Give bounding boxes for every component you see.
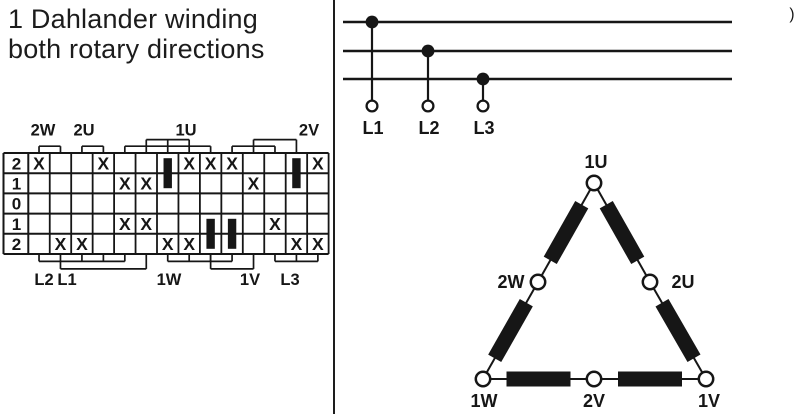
page-title: 1 Dahlander winding both rotary directio…: [8, 4, 265, 64]
delta-node-label-2U: 2U: [671, 272, 694, 292]
contact-x-mark: X: [205, 153, 217, 173]
contact-link-bar: [206, 218, 215, 249]
top-terminal-label-2W: 2W: [31, 122, 56, 140]
supply-line-L3: L3: [343, 72, 732, 138]
delta-node-1U: [585, 174, 603, 192]
contact-x-mark: X: [119, 214, 131, 234]
contact-x-mark: X: [55, 234, 67, 254]
top-terminal-label-1U: 1U: [175, 122, 196, 140]
winding-bar-1W-2V: [506, 371, 571, 387]
top-terminal-bracket: [38, 145, 62, 154]
switch-position-label: 0: [12, 195, 21, 214]
contact-x-mark: X: [312, 234, 324, 254]
bottom-terminal-bracket: [166, 253, 233, 263]
switch-position-label: 1: [12, 215, 21, 234]
supply-terminal-circle: [476, 99, 490, 113]
bottom-terminal-label-L1: L1: [57, 271, 76, 289]
junction-dot: [476, 72, 490, 86]
supply-line-L2: L2: [343, 44, 732, 138]
switch-position-label: 1: [12, 175, 21, 194]
contact-x-mark: X: [269, 214, 281, 234]
contact-x-mark: X: [140, 214, 152, 234]
supply-label-L2: L2: [418, 118, 439, 138]
switch-table-grid: [2, 152, 330, 255]
delta-node-label-2W: 2W: [498, 272, 525, 292]
contact-x-mark: X: [312, 153, 324, 173]
winding-bar-1U-2U: [599, 200, 645, 265]
contact-x-mark: X: [76, 234, 88, 254]
contact-x-mark: X: [248, 174, 260, 194]
title-line-2: both rotary directions: [8, 34, 265, 64]
contact-x-mark: X: [33, 153, 45, 173]
switch-position-label: 2: [12, 235, 21, 254]
panel-divider: [332, 0, 336, 414]
contact-link-bar: [292, 158, 301, 189]
bottom-terminal-bracket: [38, 253, 126, 263]
contact-x-mark: X: [291, 234, 303, 254]
supply-terminal-circle: [421, 99, 435, 113]
delta-node-label-1U: 1U: [584, 152, 607, 172]
title-line-1: 1 Dahlander winding: [8, 4, 258, 34]
supply-lines: L1 L2 L3: [343, 15, 732, 138]
supply-label-L1: L1: [362, 118, 383, 138]
bottom-terminal-bracket: [274, 253, 319, 263]
delta-node-1W: [474, 370, 492, 388]
supply-terminal-circle: [365, 99, 379, 113]
delta-winding: 1U 2W 2U 1W 2V 1V: [471, 152, 721, 411]
contact-x-mark: X: [183, 234, 195, 254]
switch-position-label: 2: [12, 154, 21, 173]
contact-x-mark: X: [119, 174, 131, 194]
delta-node-1V: [697, 370, 715, 388]
top-terminal-bracket: [145, 138, 191, 154]
top-terminal-label-2U: 2U: [73, 122, 94, 140]
contact-x-mark: X: [183, 153, 195, 173]
delta-node-label-1V: 1V: [698, 391, 720, 411]
page-edge-marker: ): [789, 6, 794, 23]
contact-x-mark: X: [140, 174, 152, 194]
bottom-terminal-bracket: [209, 253, 255, 270]
contact-x-mark: X: [226, 153, 238, 173]
delta-node-2W: [529, 273, 547, 291]
top-terminal-label-2V: 2V: [299, 122, 319, 140]
contact-link-bar: [227, 218, 237, 249]
winding-bar-1U-2W: [543, 200, 589, 265]
bottom-terminal-label-L3: L3: [280, 271, 299, 289]
junction-dot: [365, 15, 379, 29]
supply-line-L1: L1: [343, 15, 732, 138]
contact-link-bar: [163, 158, 172, 189]
delta-node-label-2V: 2V: [583, 391, 605, 411]
bottom-terminal-label-1W: 1W: [157, 271, 182, 289]
top-terminal-bracket: [81, 145, 105, 154]
winding-bar-2V-1V: [618, 371, 682, 387]
supply-label-L3: L3: [473, 118, 494, 138]
bottom-terminal-bracket: [59, 253, 148, 270]
contact-x-mark: X: [162, 234, 174, 254]
delta-node-2U: [641, 273, 659, 291]
winding-bar-2U-1V: [655, 299, 701, 362]
contact-x-mark: X: [98, 153, 110, 173]
delta-node-2V: [585, 370, 603, 388]
winding-bar-2W-1W: [488, 298, 533, 363]
bottom-terminal-label-1V: 1V: [240, 271, 260, 289]
delta-node-label-1W: 1W: [471, 391, 498, 411]
bottom-terminal-label-L2: L2: [34, 271, 53, 289]
junction-dot: [421, 44, 435, 58]
top-terminal-bracket: [252, 138, 298, 154]
